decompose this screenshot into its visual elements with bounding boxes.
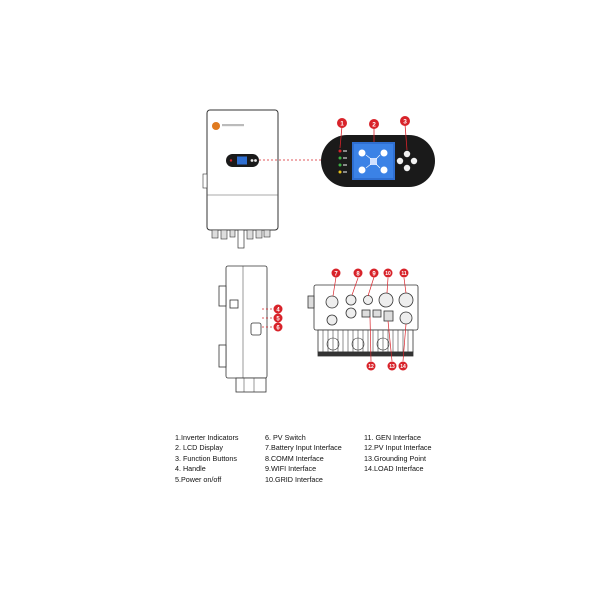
legend-column-1: 1.Inverter Indicators 2. LCD Display 3. … xyxy=(175,433,239,485)
svg-text:7: 7 xyxy=(334,271,338,277)
callout-badge-13: 13 xyxy=(387,361,397,371)
lcd-screen-icon xyxy=(352,142,395,180)
svg-text:1: 1 xyxy=(340,120,344,127)
svg-text:12: 12 xyxy=(368,364,374,370)
legend-item: 2. LCD Display xyxy=(175,443,223,453)
callout-badge-9: 9 xyxy=(369,268,379,278)
legend-item: 12.PV Input Interface xyxy=(364,443,432,453)
svg-text:6: 6 xyxy=(276,325,280,331)
callout-badge-14: 14 xyxy=(398,361,408,371)
callout-leaders-side xyxy=(262,308,274,328)
legend-item: 7.Battery Input Interface xyxy=(265,443,342,453)
svg-text:9: 9 xyxy=(372,271,376,277)
inverter-front-view xyxy=(202,109,279,249)
callout-badge-12: 12 xyxy=(366,361,376,371)
svg-text:8: 8 xyxy=(356,271,360,277)
legend-item: 11. GEN Interface xyxy=(364,433,421,442)
legend-item: 14.LOAD Interface xyxy=(364,464,424,474)
inverter-side-view xyxy=(218,265,268,393)
callout-badge-2: 2 xyxy=(369,119,379,129)
svg-text:11: 11 xyxy=(401,271,407,277)
indicator-leds-icon xyxy=(338,149,347,174)
callout-badge-1: 1 xyxy=(337,118,347,128)
callout-leaders-bottom xyxy=(332,276,407,362)
legend-item: 9.WIFI Interface xyxy=(265,464,317,474)
legend-item: 5.Power on/off xyxy=(175,474,222,484)
svg-text:5: 5 xyxy=(276,316,280,322)
callout-badge-8: 8 xyxy=(353,268,363,278)
callout-badge-3: 3 xyxy=(400,116,410,126)
callout-badge-5: 5 xyxy=(273,313,283,323)
front-display-panel-icon xyxy=(226,154,259,167)
legend-column-3: 11. GEN Interface 12.PV Input Interface … xyxy=(364,433,432,475)
legend-column-2: 6. PV Switch 7.Battery Input Interface 8… xyxy=(265,433,342,485)
legend-item: 3. Function Buttons xyxy=(175,453,237,463)
svg-text:14: 14 xyxy=(400,364,406,370)
legend-item: 4. Handle xyxy=(175,464,206,474)
svg-text:4: 4 xyxy=(276,307,280,313)
svg-text:3: 3 xyxy=(403,118,407,125)
inverter-bottom-view xyxy=(307,284,419,357)
svg-text:10: 10 xyxy=(385,271,391,277)
front-connectors-icon xyxy=(211,229,271,240)
display-panel-closeup xyxy=(321,135,435,187)
legend-item: 10.GRID Interface xyxy=(265,474,323,484)
callout-leaders-top xyxy=(339,123,408,151)
function-buttons-icon xyxy=(396,150,418,172)
legend-item: 13.Grounding Point xyxy=(364,453,426,463)
legend-item: 6. PV Switch xyxy=(265,433,306,442)
brand-logo-icon xyxy=(212,122,244,130)
svg-text:2: 2 xyxy=(372,121,376,128)
callout-badge-4: 4 xyxy=(273,304,283,314)
callout-badge-6: 6 xyxy=(273,322,283,332)
callout-badge-11: 11 xyxy=(399,268,409,278)
legend-item: 8.COMM Interface xyxy=(265,453,324,463)
svg-text:13: 13 xyxy=(389,364,395,370)
callout-badge-10: 10 xyxy=(383,268,393,278)
callout-badge-7: 7 xyxy=(331,268,341,278)
legend-item: 1.Inverter Indicators xyxy=(175,433,239,442)
